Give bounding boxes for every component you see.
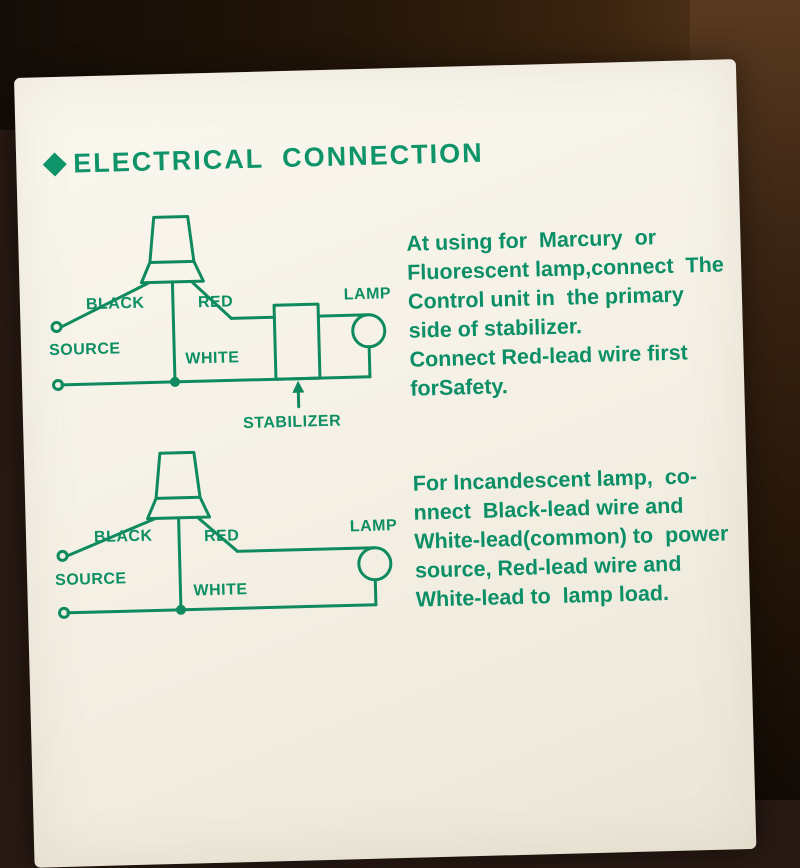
label-white: WHITE bbox=[185, 349, 239, 367]
wiring-diagram-incandescent: BLACK RED SOURCE WHITE LAMP bbox=[50, 442, 415, 651]
lamp-return-stub bbox=[369, 347, 370, 377]
wiring-diagram-stabilizer: BLACK RED SOURCE WHITE LAMP STABILIZER bbox=[44, 206, 410, 445]
junction-dot bbox=[176, 605, 186, 615]
diamond-bullet-icon bbox=[43, 152, 67, 176]
lamp-circle bbox=[358, 547, 391, 580]
bottom-common-wire bbox=[62, 377, 370, 385]
instruction-sheet: ELECTRICAL CONNECTION BLACK RED SOURCE W… bbox=[14, 59, 756, 868]
source-terminal-bottom bbox=[59, 608, 68, 617]
page-title: ELECTRICAL CONNECTION bbox=[73, 138, 484, 180]
junction-dot bbox=[170, 377, 180, 387]
instructions-stabilizer: At using for Marcury or Fluorescent lamp… bbox=[406, 221, 755, 404]
red-wire-horizontal bbox=[237, 548, 374, 552]
red-wire-horizontal bbox=[231, 317, 274, 318]
source-terminal-top bbox=[58, 551, 67, 560]
label-lamp: LAMP bbox=[350, 517, 398, 535]
white-wire bbox=[179, 518, 181, 610]
source-terminal-top bbox=[52, 322, 61, 331]
source-terminal-bottom bbox=[53, 380, 62, 389]
label-lamp: LAMP bbox=[344, 285, 392, 303]
instructions-incandescent: For Incandescent lamp, co- nnect Black-l… bbox=[412, 461, 761, 615]
bottom-common-wire bbox=[68, 605, 376, 613]
label-source: SOURCE bbox=[49, 340, 121, 359]
white-wire bbox=[172, 282, 175, 382]
label-source: SOURCE bbox=[55, 570, 127, 589]
lamp-return-stub bbox=[375, 580, 376, 605]
label-white: WHITE bbox=[193, 581, 247, 599]
stabilizer-arrow-head-icon bbox=[292, 381, 304, 393]
label-stabilizer: STABILIZER bbox=[243, 413, 341, 433]
sensor-unit-icon bbox=[140, 216, 204, 283]
section-title-row: ELECTRICAL CONNECTION bbox=[46, 138, 484, 180]
label-black: BLACK bbox=[86, 295, 145, 314]
label-black: BLACK bbox=[94, 528, 153, 547]
label-red: RED bbox=[204, 527, 240, 545]
stabilizer-box bbox=[274, 304, 320, 379]
label-red: RED bbox=[198, 293, 234, 311]
sensor-skirt-line bbox=[156, 497, 200, 498]
sensor-skirt-line bbox=[150, 261, 194, 262]
lamp-circle bbox=[352, 314, 385, 347]
sensor-unit-icon bbox=[146, 452, 210, 519]
